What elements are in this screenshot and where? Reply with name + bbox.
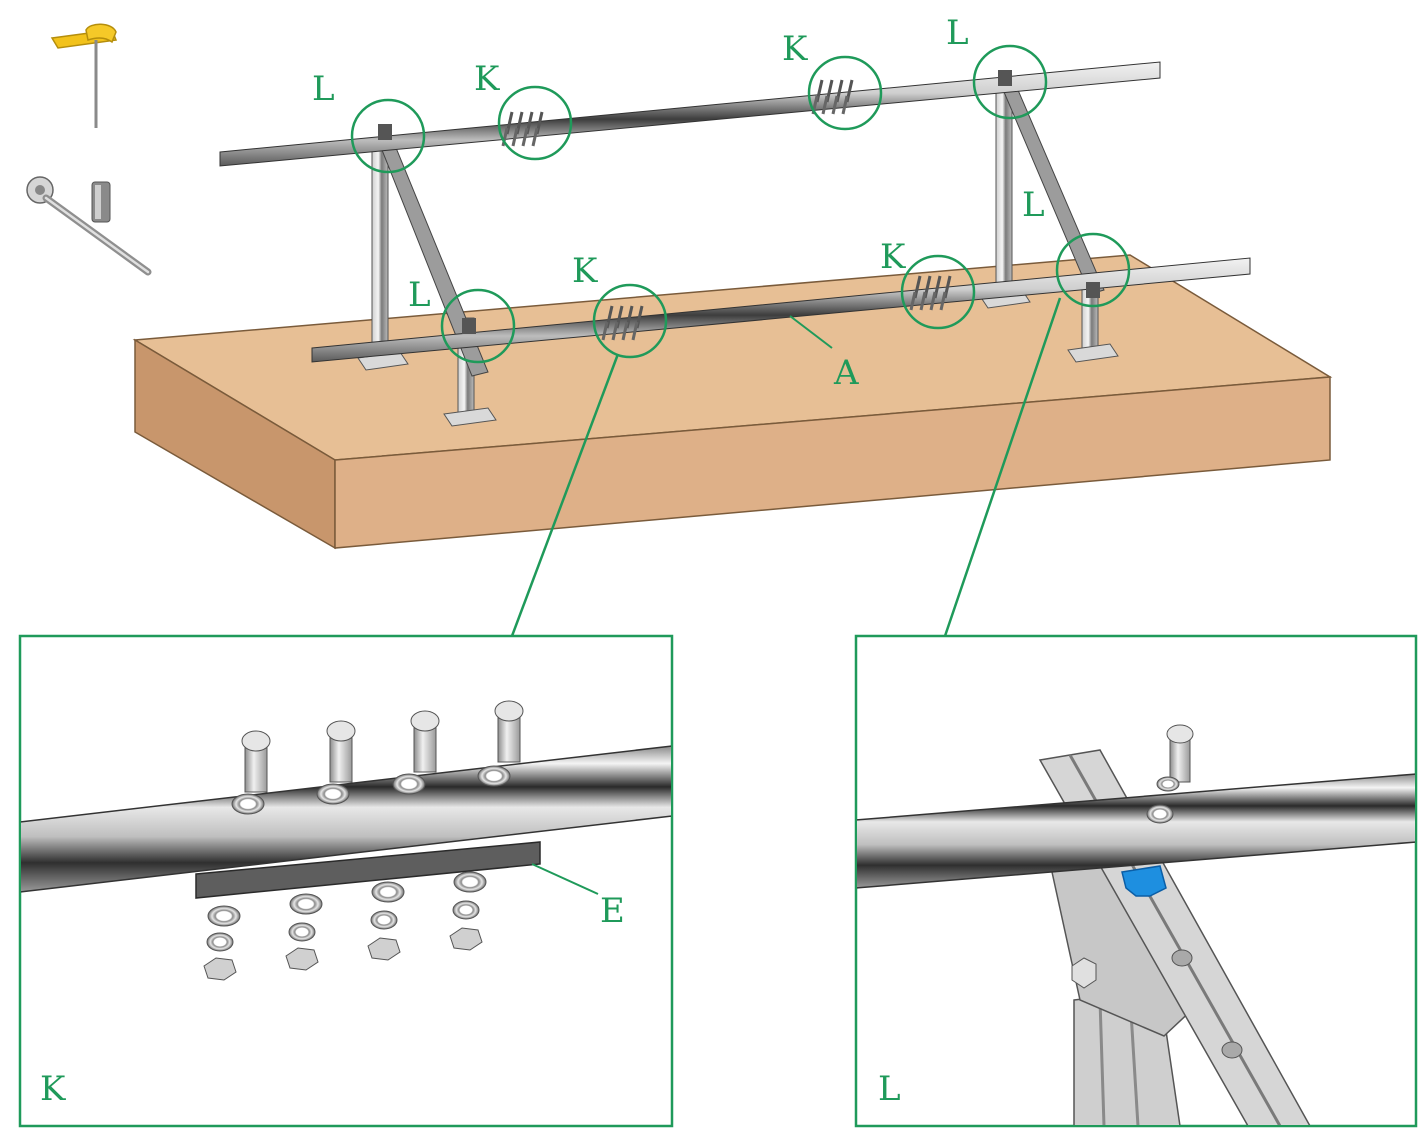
socket-icon bbox=[91, 181, 111, 223]
top-bolt bbox=[1146, 724, 1194, 824]
label-l: L bbox=[946, 13, 969, 53]
callout-circle-k bbox=[900, 254, 976, 330]
splice-plate-e bbox=[195, 841, 541, 899]
top-bolt bbox=[231, 730, 271, 815]
lower-nut-stack bbox=[367, 881, 405, 961]
rail-section bbox=[21, 745, 671, 893]
concrete-base-block bbox=[132, 254, 1333, 550]
t-handle-hex-key-icon bbox=[50, 23, 118, 128]
callout-circle-k bbox=[592, 283, 668, 359]
rail-clamp bbox=[462, 318, 476, 334]
leader-line-detail-l bbox=[943, 297, 1062, 637]
leader-line-detail-k bbox=[510, 353, 620, 637]
callout-circle-l bbox=[1055, 232, 1131, 308]
detail-panel-k: E K bbox=[18, 634, 674, 1128]
top-bolt bbox=[477, 700, 524, 787]
rail-clamp bbox=[1086, 282, 1100, 298]
top-bolt bbox=[316, 720, 356, 805]
blue-clamp bbox=[1121, 865, 1167, 897]
detail-panel-l: L bbox=[854, 634, 1418, 1128]
lower-nut-stack bbox=[449, 871, 487, 951]
label-k: K bbox=[782, 29, 808, 69]
bracket-nut bbox=[1071, 957, 1097, 989]
leader-line-a bbox=[789, 315, 833, 349]
callout-circle-l bbox=[972, 44, 1048, 120]
label-k: K bbox=[880, 237, 906, 277]
callout-circle-k bbox=[497, 85, 573, 161]
label-a: A bbox=[833, 353, 859, 393]
label-e: E bbox=[600, 891, 625, 931]
rail-clamp bbox=[378, 124, 392, 140]
lower-nut-stack bbox=[203, 905, 241, 981]
socket-wrench-icon bbox=[26, 176, 152, 276]
callout-circle-l bbox=[350, 98, 426, 174]
callout-circle-k bbox=[807, 55, 883, 131]
top-bolt bbox=[392, 710, 440, 795]
label-k: K bbox=[474, 59, 500, 99]
label-l: L bbox=[312, 69, 335, 109]
lower-nut-stack bbox=[285, 893, 323, 971]
detail-l-title: L bbox=[878, 1069, 901, 1109]
leader-line-e bbox=[531, 863, 599, 895]
label-l: L bbox=[408, 275, 431, 315]
rail-clamp bbox=[998, 70, 1012, 86]
detail-k-title: K bbox=[40, 1069, 66, 1109]
label-l: L bbox=[1022, 185, 1045, 225]
label-k: K bbox=[572, 251, 598, 291]
callout-circle-l bbox=[440, 288, 516, 364]
rail-section bbox=[857, 773, 1415, 889]
rear-rail bbox=[219, 61, 1161, 167]
